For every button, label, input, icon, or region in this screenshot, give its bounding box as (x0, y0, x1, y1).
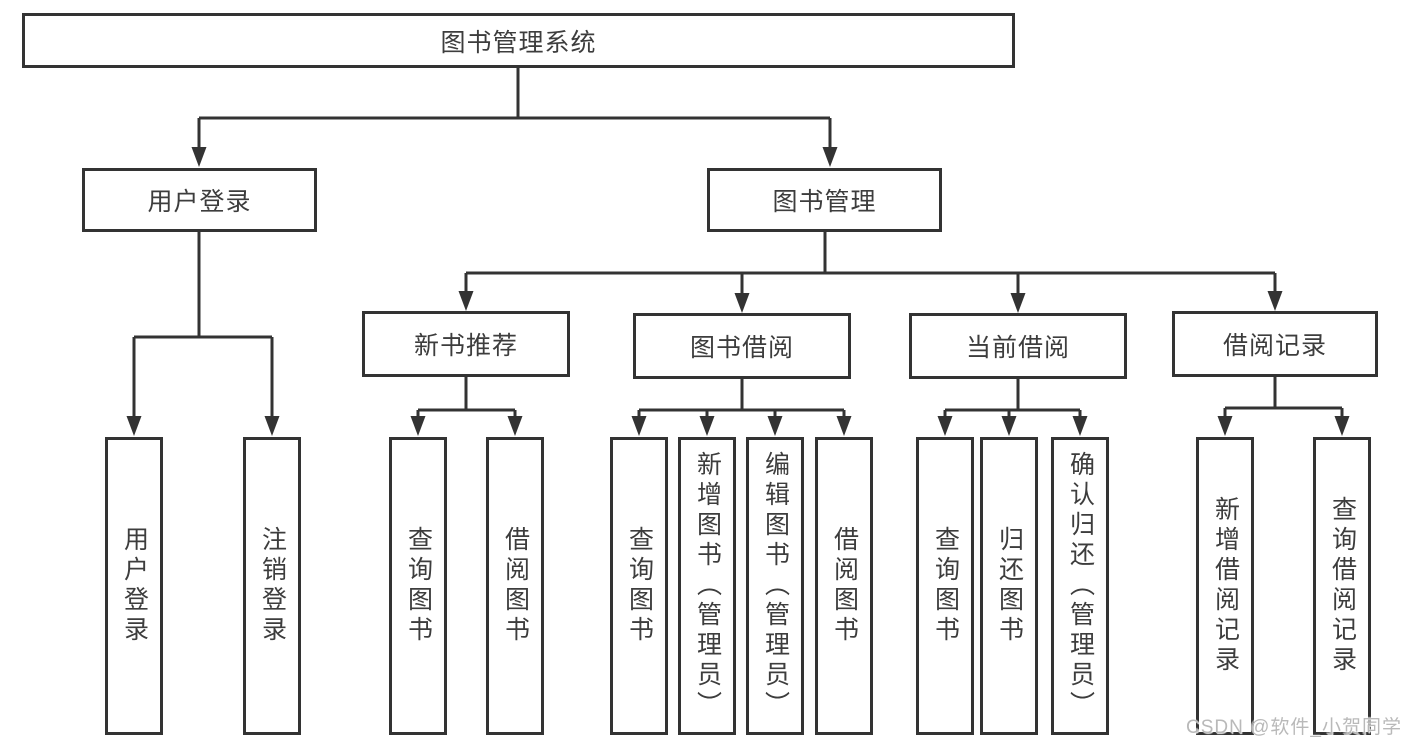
leaf-add-borrow-record-label: 新增借阅记录 (1211, 496, 1240, 676)
node-user-login-label: 用户登录 (147, 188, 252, 216)
leaf-query-borrow-record: 查询借阅记录 (1313, 437, 1371, 735)
leaf-borrow-books-label: 借阅图书 (830, 526, 859, 646)
arrowheads (126, 147, 1350, 436)
leaf-query-books-current-label: 查询图书 (931, 526, 960, 646)
node-book-borrowing: 图书借阅 (633, 313, 851, 379)
csdn-watermark: CSDN @软件_小贺同学 (1186, 717, 1402, 738)
leaf-confirm-return-admin: 确认归还（管理员） (1051, 437, 1109, 735)
leaf-borrow-books: 借阅图书 (815, 437, 873, 735)
node-root-label: 图书管理系统 (440, 28, 597, 57)
node-current-borrowing-label: 当前借阅 (965, 334, 1070, 362)
leaf-edit-books-admin-label: 编辑图书（管理员） (761, 451, 790, 721)
leaf-query-borrow-record-label: 查询借阅记录 (1328, 496, 1357, 676)
node-book-management: 图书管理 (707, 168, 942, 232)
node-new-book-recommend-label: 新书推荐 (413, 332, 518, 360)
leaf-add-borrow-record: 新增借阅记录 (1196, 437, 1254, 735)
leaf-query-books-recommend: 查询图书 (389, 437, 447, 735)
leaf-user-login-label: 用户登录 (120, 526, 149, 646)
leaf-query-books-current: 查询图书 (916, 437, 974, 735)
leaf-confirm-return-admin-label: 确认归还（管理员） (1066, 451, 1095, 721)
node-new-book-recommend: 新书推荐 (362, 311, 570, 377)
leaf-add-books-admin-label: 新增图书（管理员） (693, 451, 722, 721)
node-user-login: 用户登录 (82, 168, 317, 232)
node-book-management-label: 图书管理 (772, 188, 877, 216)
leaf-logout: 注销登录 (243, 437, 301, 735)
leaf-query-books-borrowing-label: 查询图书 (625, 526, 654, 646)
leaf-edit-books-admin: 编辑图书（管理员） (746, 437, 804, 735)
node-borrowing-records: 借阅记录 (1172, 311, 1378, 377)
leaf-return-books: 归还图书 (980, 437, 1038, 735)
node-current-borrowing: 当前借阅 (909, 313, 1127, 379)
leaf-add-books-admin: 新增图书（管理员） (678, 437, 736, 735)
node-root: 图书管理系统 (22, 13, 1015, 68)
leaf-query-books-borrowing: 查询图书 (610, 437, 668, 735)
leaf-return-books-label: 归还图书 (995, 526, 1024, 646)
leaf-borrow-books-recommend-label: 借阅图书 (501, 526, 530, 646)
node-borrowing-records-label: 借阅记录 (1222, 332, 1327, 360)
leaf-logout-label: 注销登录 (258, 526, 287, 646)
node-book-borrowing-label: 图书借阅 (689, 334, 794, 362)
leaf-borrow-books-recommend: 借阅图书 (486, 437, 544, 735)
leaf-query-books-recommend-label: 查询图书 (404, 526, 433, 646)
leaf-user-login: 用户登录 (105, 437, 163, 735)
